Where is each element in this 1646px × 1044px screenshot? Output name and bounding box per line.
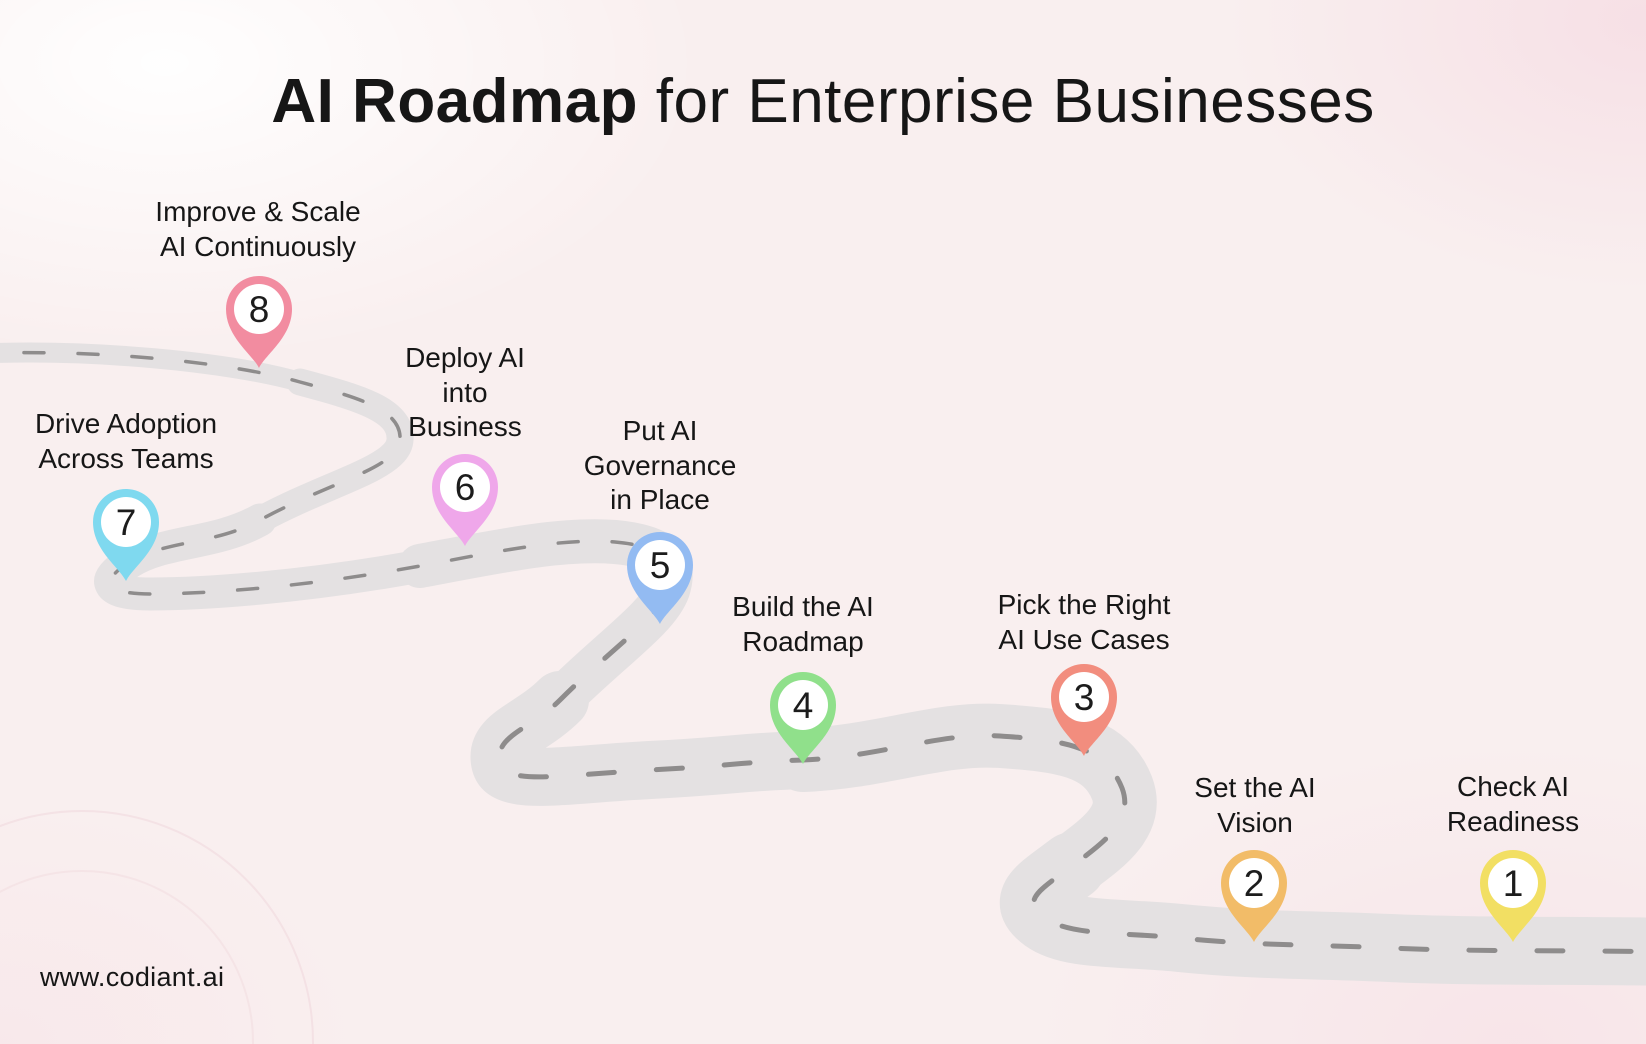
- pin-4-number: 4: [793, 685, 814, 726]
- label-line: Business: [408, 411, 522, 442]
- step-4-label: Build the AI Roadmap: [732, 590, 874, 659]
- pin-4-inner-circle: [778, 680, 828, 730]
- road-centerline-front: [497, 587, 1646, 955]
- pin-7-inner-circle: [101, 497, 151, 547]
- map-pin-6: 6: [432, 454, 498, 546]
- page-title: AI Roadmap for Enterprise Businesses: [271, 66, 1374, 138]
- map-pin-3: 3: [1051, 664, 1117, 756]
- label-line: Set the AI: [1194, 772, 1316, 803]
- map-pin-2: 2: [1221, 850, 1287, 942]
- label-line: Build the AI: [732, 591, 874, 622]
- map-pin-4: 4: [770, 672, 836, 764]
- page-title-highlight: AI Roadmap: [271, 67, 639, 136]
- map-pin-1: 1: [1480, 850, 1546, 942]
- label-line: Improve & Scale: [155, 196, 361, 227]
- label-line: Roadmap: [742, 625, 864, 657]
- road-segment-front-2: [1000, 832, 1646, 986]
- road-centerline-back: [0, 350, 673, 596]
- pin-3-number: 3: [1074, 677, 1095, 718]
- pin-2-inner-circle: [1229, 858, 1279, 908]
- pin-2-number: 2: [1244, 863, 1265, 904]
- page-title-rest: for Enterprise Businesses: [638, 67, 1375, 136]
- label-line: in Place: [610, 484, 710, 515]
- label-line: AI Use Cases: [998, 623, 1170, 655]
- pin-3-inner-circle: [1059, 672, 1109, 722]
- label-line: Check AI: [1456, 771, 1570, 802]
- watermark-url: www.codiant.ai: [40, 962, 225, 992]
- label-line: Drive Adoption: [34, 408, 218, 439]
- label-line: Governance: [583, 449, 737, 481]
- step-2-label: Set the AI Vision: [1194, 771, 1315, 840]
- step-6-label: Deploy AI into Business: [405, 341, 525, 445]
- pin-8-number: 8: [249, 289, 270, 330]
- pin-6-inner-circle: [440, 462, 490, 512]
- pin-5-number: 5: [650, 545, 671, 586]
- label-line: Put AI: [622, 415, 698, 446]
- label-line: Across Teams: [38, 442, 214, 474]
- label-line: into: [442, 376, 488, 408]
- step-8-label: Improve & Scale AI Continuously: [155, 195, 360, 264]
- label-line: Pick the Right: [997, 589, 1171, 620]
- map-pin-7: 7: [93, 489, 159, 581]
- pin-6-number: 6: [455, 467, 476, 508]
- pin-7-number: 7: [116, 502, 137, 543]
- pin-1-number: 1: [1503, 863, 1524, 904]
- step-5-label: Put AI Governance in Place: [584, 414, 737, 518]
- step-7-label: Drive Adoption Across Teams: [35, 407, 217, 476]
- label-line: AI Continuously: [159, 230, 357, 262]
- pin-1-inner-circle: [1488, 858, 1538, 908]
- label-line: Deploy AI: [405, 342, 525, 373]
- map-pin-5: 5: [627, 532, 693, 624]
- pin-8-inner-circle: [234, 284, 284, 334]
- pin-5-inner-circle: [635, 540, 685, 590]
- step-3-label: Pick the Right AI Use Cases: [998, 588, 1171, 657]
- map-pin-8: 8: [226, 276, 292, 368]
- step-1-label: Check AI Readiness: [1447, 770, 1579, 839]
- label-line: Vision: [1217, 806, 1293, 838]
- label-line: Readiness: [1446, 805, 1580, 837]
